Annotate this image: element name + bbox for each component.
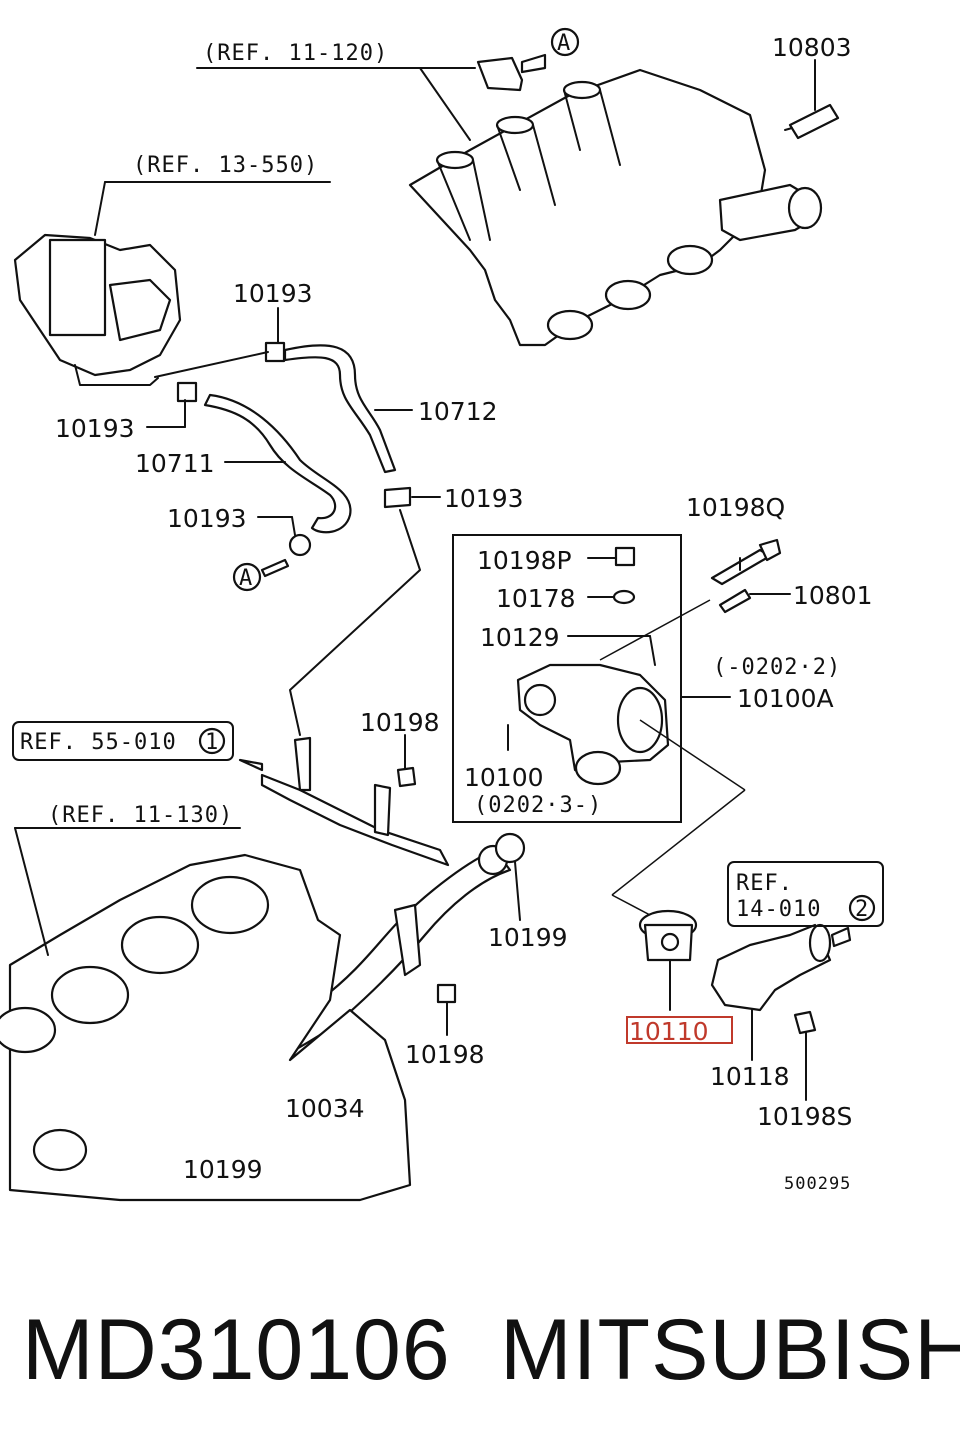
- label-10193-c: 10193: [444, 484, 524, 513]
- ref-14-010-num: 2: [855, 897, 869, 922]
- cylinder-head-upper: [408, 68, 823, 347]
- ref-55-010: REF. 55-010: [20, 730, 177, 755]
- date-code-lower: (0202·3-): [474, 793, 602, 818]
- label-10129: 10129: [480, 623, 560, 652]
- label-10198Q: 10198Q: [686, 493, 785, 522]
- parts-diagram: A A: [0, 27, 884, 1202]
- label-10801: 10801: [793, 581, 873, 610]
- ref-11-120: (REF. 11-120): [203, 41, 388, 66]
- clamp-10193-b: [176, 381, 198, 403]
- highlight-box: [626, 1016, 733, 1044]
- label-10711: 10711: [135, 449, 215, 478]
- label-10198P: 10198P: [477, 546, 572, 575]
- thermostat-10110: [638, 909, 698, 962]
- part-number: MD310106: [22, 1302, 451, 1398]
- ref-55-010-num: 1: [205, 730, 219, 755]
- ref-11-130: (REF. 11-130): [48, 803, 233, 828]
- water-outlet-10118: [710, 923, 832, 1012]
- label-10178: 10178: [496, 584, 576, 613]
- label-10198S: 10198S: [757, 1102, 852, 1131]
- label-10198-b: 10198: [405, 1040, 485, 1069]
- sensor-10803: [784, 103, 840, 140]
- label-10193-a: 10193: [233, 279, 313, 308]
- footer: MD310106 MITSUBISHI: [0, 1280, 960, 1420]
- label-10193-d: 10193: [167, 504, 247, 533]
- marker-a-left: A: [239, 566, 253, 591]
- diagram-code: 500295: [784, 1174, 851, 1194]
- label-10712: 10712: [418, 397, 498, 426]
- label-10110: 10110: [629, 1017, 709, 1046]
- cylinder-block-lower: [0, 853, 412, 1202]
- label-10118: 10118: [710, 1062, 790, 1091]
- date-code-upper: (-0202·2): [713, 655, 841, 680]
- label-10199-a: 10199: [488, 923, 568, 952]
- brand-name: MITSUBISHI: [500, 1302, 960, 1398]
- label-10803: 10803: [772, 33, 852, 62]
- ref-14-010-a: REF.: [736, 871, 793, 896]
- ref-14-010-b: 14-010: [736, 897, 821, 922]
- label-10100A: 10100A: [737, 684, 834, 713]
- vacuum-nipple-top: [476, 53, 547, 92]
- label-10193-b: 10193: [55, 414, 135, 443]
- throttle-body: [13, 233, 182, 386]
- ref-13-550: (REF. 13-550): [133, 153, 318, 178]
- label-10034: 10034: [285, 1094, 365, 1123]
- marker-a-top: A: [557, 31, 571, 56]
- label-10199-b: 10199: [183, 1155, 263, 1184]
- label-10198-a: 10198: [360, 708, 440, 737]
- label-10100: 10100: [464, 763, 544, 792]
- housing-kit-box: [452, 534, 682, 823]
